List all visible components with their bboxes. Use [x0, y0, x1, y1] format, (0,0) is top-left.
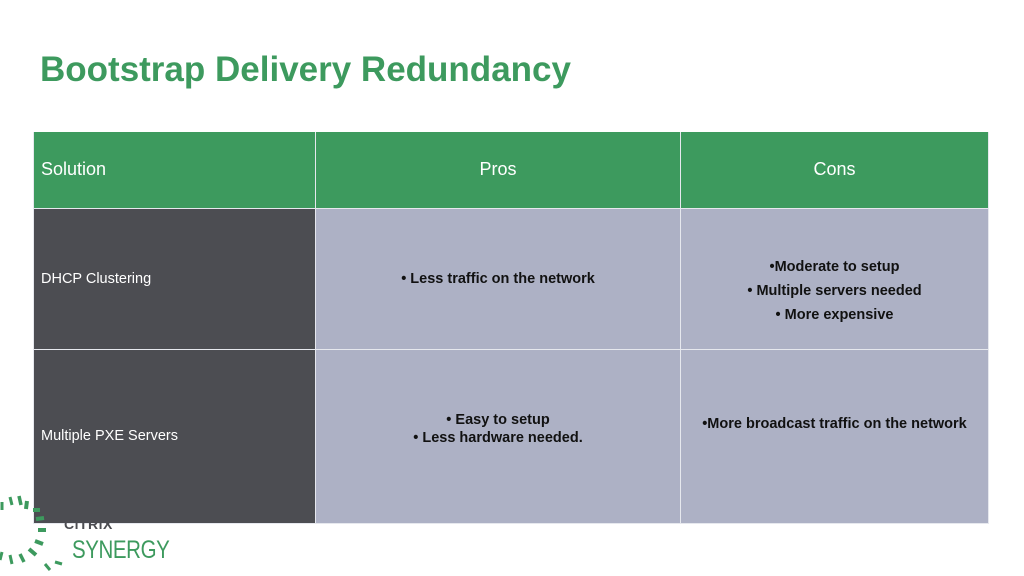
- table-header-row: Solution Pros Cons: [33, 132, 989, 209]
- solution-cell: DHCP Clustering: [33, 207, 316, 350]
- dashed-ring-logo-icon: [0, 495, 63, 571]
- pros-cell: • Less traffic on the network: [315, 207, 681, 350]
- header-pros: Pros: [315, 132, 681, 209]
- logo-product-text: SYNERGY: [72, 536, 170, 564]
- cons-item: • More expensive: [775, 307, 894, 323]
- cons-cell: •More broadcast traffic on the network: [680, 348, 989, 524]
- cons-cell: •Moderate to setup • Multiple servers ne…: [680, 207, 989, 350]
- header-solution: Solution: [33, 132, 316, 209]
- cons-item: •More broadcast traffic on the network: [702, 416, 967, 432]
- header-cons: Cons: [680, 132, 989, 209]
- citrix-synergy-logo: CiTRiX SYNERGY: [0, 492, 200, 576]
- solution-cell: Multiple PXE Servers: [33, 348, 316, 524]
- pros-item: • Less traffic on the network: [401, 270, 595, 287]
- logo-brand-text: CiTRiX: [64, 516, 113, 532]
- slide-title: Bootstrap Delivery Redundancy: [40, 50, 571, 89]
- cons-item: •Moderate to setup: [769, 259, 900, 275]
- table-row: Multiple PXE Servers • Easy to setup • L…: [33, 348, 989, 524]
- cons-item: • Multiple servers needed: [747, 283, 922, 299]
- pros-item: • Easy to setup: [446, 412, 550, 428]
- comparison-table: Solution Pros Cons DHCP Clustering • Les…: [33, 132, 989, 524]
- pros-item: • Less hardware needed.: [413, 430, 583, 446]
- pros-cell: • Easy to setup • Less hardware needed.: [315, 348, 681, 524]
- table-row: DHCP Clustering • Less traffic on the ne…: [33, 207, 989, 350]
